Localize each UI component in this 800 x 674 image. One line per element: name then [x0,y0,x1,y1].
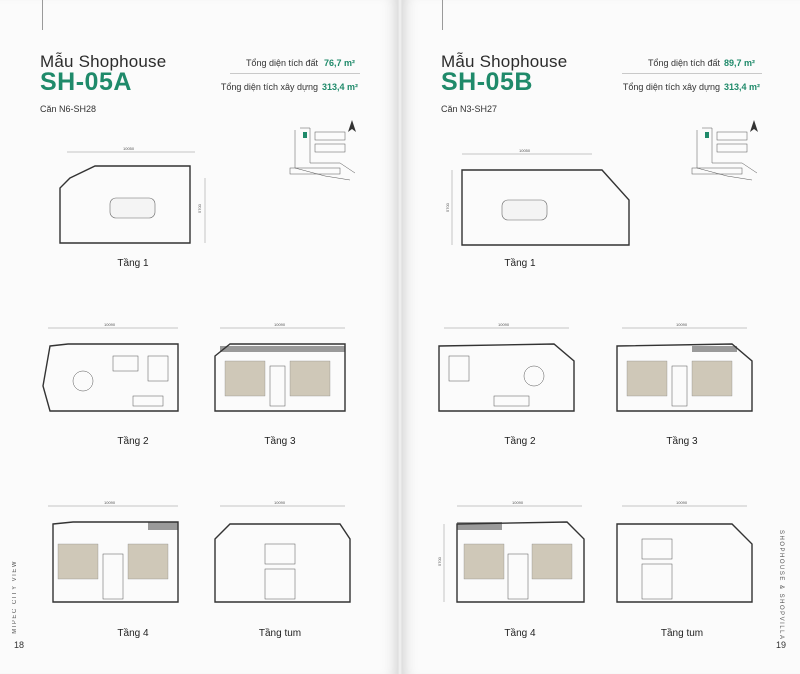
width-dim: 10090 [676,322,688,327]
land-area-value: 89,7 m² [724,58,756,68]
floor-label-3: Tầng 3 [666,436,698,447]
width-dim: 10050 [123,146,135,151]
floor-label-2: Tầng 2 [504,436,536,447]
width-dim: 10090 [104,322,116,327]
floor-plan-3: 10090 [214,322,346,412]
width-dim: 10090 [274,322,286,327]
left-page: Mẫu Shophouse SH-05A Căn N6-SH28 Tổng di… [0,0,398,674]
land-area-label: Tổng diện tích đất [245,58,318,68]
floor-plan-2: 10090 [42,322,179,412]
page-number: 19 [776,640,787,650]
unit-code: Căn N6-SH28 [40,104,97,114]
land-area-label: Tổng diện tích đất [647,58,720,68]
floor-label-4: Tầng 4 [504,628,536,639]
build-area-value: 313,4 m² [724,82,761,92]
depth-dim: 5700 [445,202,450,212]
build-area-label: Tổng diện tích xây dựng [622,82,720,92]
side-brand-text: MIPEC CITY VIEW [12,560,18,634]
site-blocks [289,131,346,175]
floor-plan-4: 10090 5700 [437,500,585,603]
model-label: Mẫu Shophouse [40,52,167,71]
floor-plan-1: 10050 5700 [59,146,206,244]
width-dim: 10090 [498,322,510,327]
width-dim: 10090 [274,500,286,505]
floor-label-roof: Tầng tum [660,628,704,639]
book-spine [396,0,404,674]
unit-code: Căn N3-SH27 [441,104,498,114]
floor-label-2: Tầng 2 [117,436,149,447]
floor-label-3: Tầng 3 [264,436,296,447]
north-arrow-icon [750,120,758,132]
floor-plan-4: 10090 [48,500,179,603]
floor-plan-3: 10090 [616,322,753,412]
site-key-plan [289,120,356,181]
floor-label-4: Tầng 4 [117,628,149,639]
model-label: Mẫu Shophouse [441,52,568,71]
divider [230,73,360,74]
top-rule [42,0,43,30]
floor-plan-2: 10090 [438,322,575,412]
floor-plan-roof: 10090 [616,500,753,603]
land-area-value: 76,7 m² [324,58,356,68]
right-page: Mẫu Shophouse SH-05B Căn N3-SH27 Tổng di… [402,0,800,674]
north-arrow-icon [348,120,356,132]
depth-dim: 5700 [437,556,442,566]
floor-label-roof: Tầng tum [258,628,302,639]
build-area-value: 313,4 m² [322,82,359,92]
top-rule [442,0,443,30]
width-dim: 10090 [512,500,524,505]
width-dim: 10090 [676,500,688,505]
width-dim: 10090 [104,500,116,505]
model-code: SH-05B [441,68,533,96]
site-key-plan [691,120,758,181]
floor-plan-roof: 10090 [214,500,351,603]
page-number: 18 [14,640,25,650]
depth-dim: 5700 [197,203,202,213]
divider [622,73,762,74]
model-code: SH-05A [40,68,132,96]
width-dim: 10050 [519,148,531,153]
side-brand-text: SHOPHOUSE & SHOPVILLA [778,530,784,641]
floor-label-1: Tầng 1 [504,258,536,269]
floor-label-1: Tầng 1 [117,258,149,269]
floor-plan-1: 10050 5700 [445,148,630,246]
build-area-label: Tổng diện tích xây dựng [220,82,318,92]
